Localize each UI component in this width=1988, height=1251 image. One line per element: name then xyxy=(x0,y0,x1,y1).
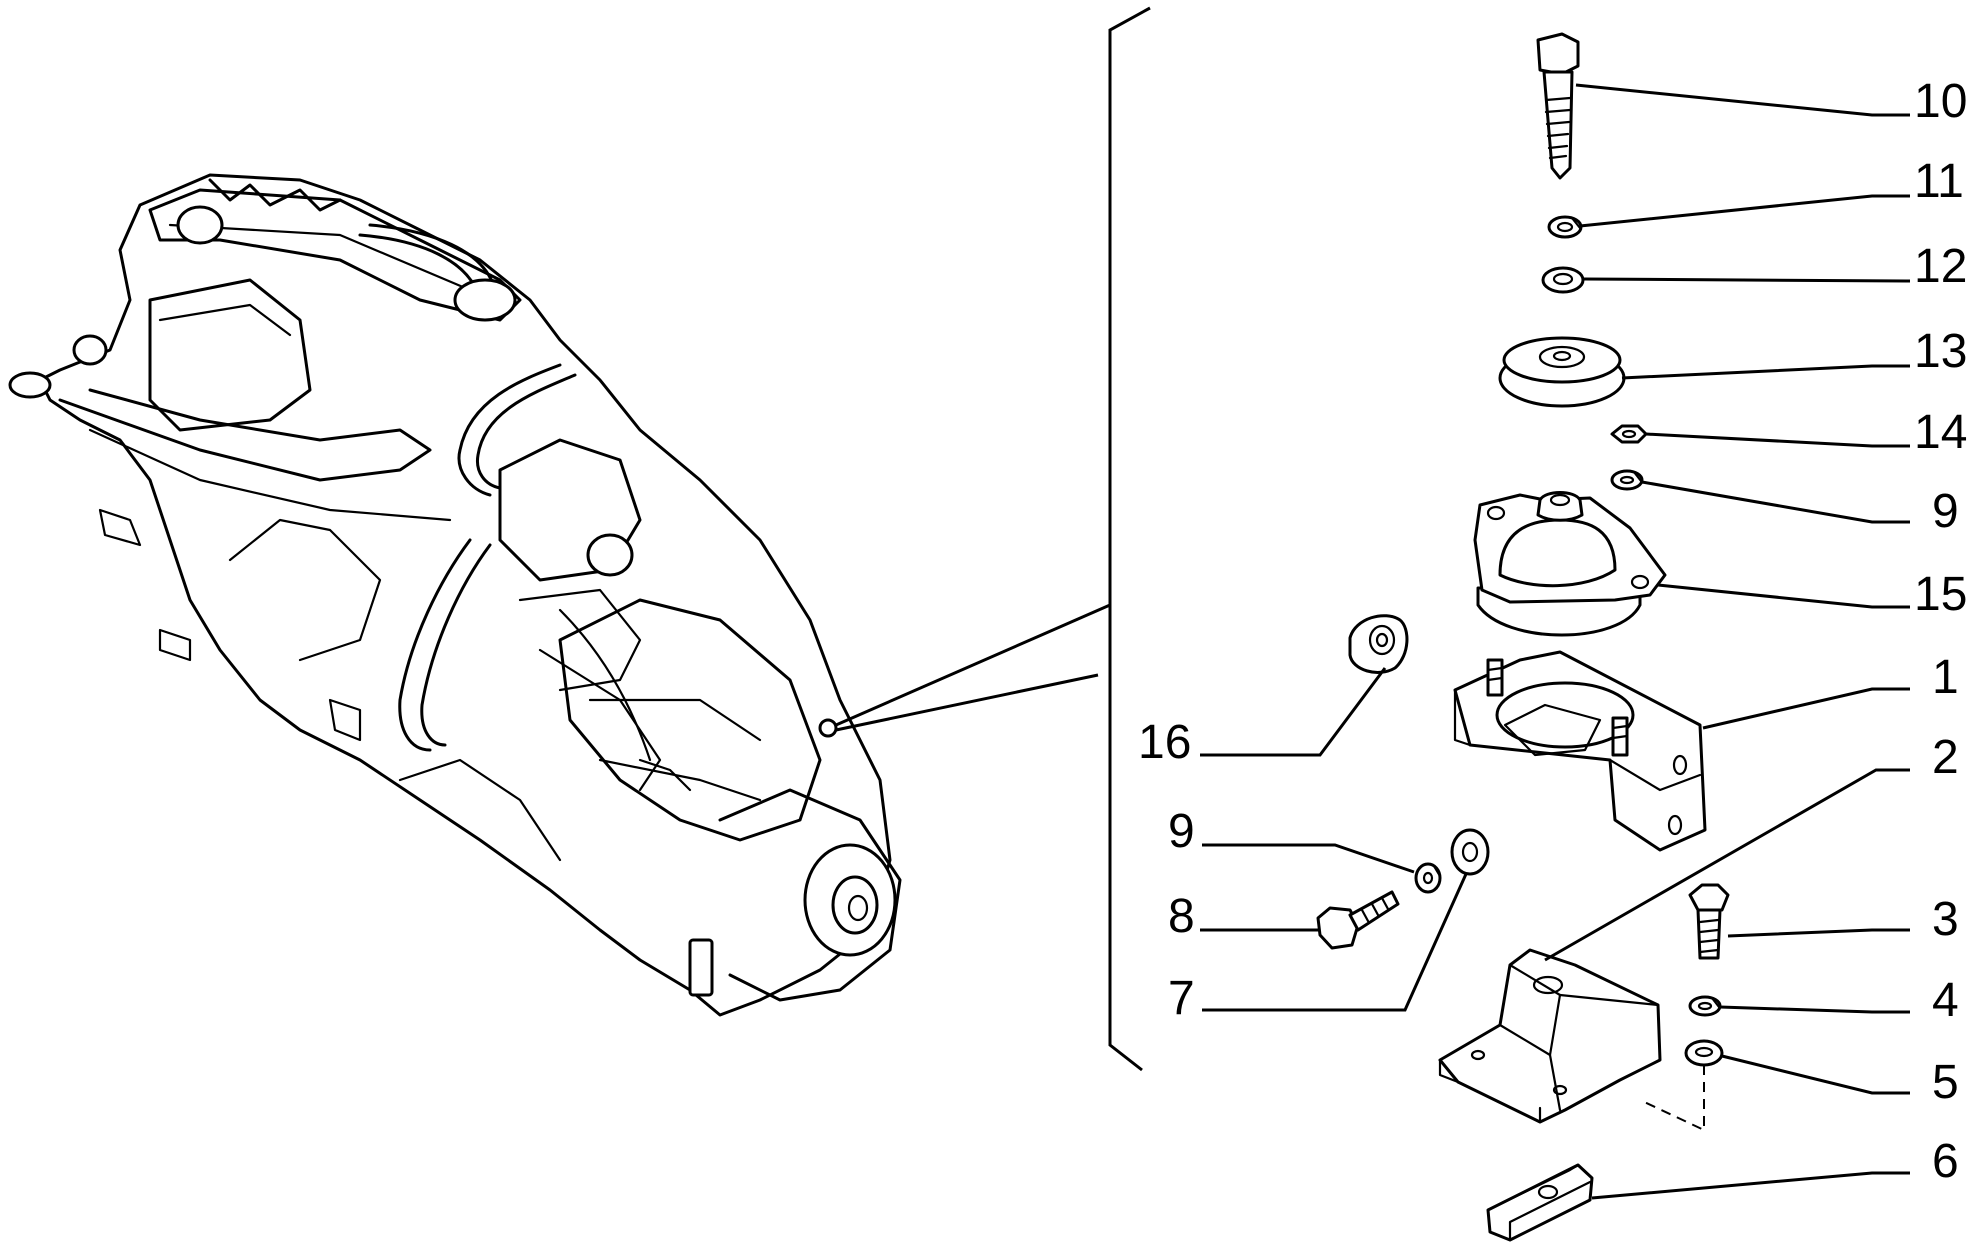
callout-12: 12 xyxy=(1914,240,1967,293)
detail-bracket xyxy=(835,6,1151,1072)
part-10-long-bolt xyxy=(1536,32,1580,180)
engine-gearbox-assembly xyxy=(8,173,902,1017)
part-16-nut xyxy=(1348,614,1409,674)
part-2-lower-bracket xyxy=(1438,948,1662,1124)
callout-8: 8 xyxy=(1168,890,1195,943)
callout-9-upper: 9 xyxy=(1932,485,1959,538)
part-9-lock-washer-lower xyxy=(1414,862,1442,894)
part-14-nut xyxy=(1610,424,1648,444)
callout-2: 2 xyxy=(1932,731,1959,784)
callout-15: 15 xyxy=(1914,568,1967,621)
part-7-washer xyxy=(1450,828,1490,876)
part-1-bracket xyxy=(1453,650,1707,852)
callout-7: 7 xyxy=(1168,972,1195,1025)
callout-3: 3 xyxy=(1932,893,1959,946)
exploded-parts xyxy=(1316,32,1730,1242)
part-3-bolt xyxy=(1688,883,1730,960)
callout-4: 4 xyxy=(1932,974,1959,1027)
part-11-lock-washer xyxy=(1547,215,1583,239)
part-13-cup-washer xyxy=(1498,336,1626,408)
callout-9-lower: 9 xyxy=(1168,805,1195,858)
part-6-clip-nut xyxy=(1486,1163,1594,1242)
callout-labels: 10 11 12 13 14 9 15 1 2 3 4 5 6 16 9 8 7 xyxy=(1138,75,1967,1188)
part-4-lock-washer xyxy=(1688,995,1722,1017)
part-12-washer xyxy=(1541,266,1585,294)
callout-16: 16 xyxy=(1138,716,1191,769)
callout-10: 10 xyxy=(1914,75,1967,128)
leader-lines xyxy=(1200,83,1911,1200)
callout-11: 11 xyxy=(1914,155,1964,208)
callout-1: 1 xyxy=(1932,651,1959,704)
part-9-lock-washer-upper xyxy=(1610,469,1644,491)
part-5-washer xyxy=(1684,1039,1724,1067)
callout-6: 6 xyxy=(1932,1135,1959,1188)
part-8-bolt xyxy=(1316,890,1400,950)
part-15-rubber-mount xyxy=(1473,491,1667,637)
assembly-line xyxy=(1639,1065,1705,1132)
callout-13: 13 xyxy=(1914,325,1967,378)
callout-14: 14 xyxy=(1914,406,1967,459)
callout-5: 5 xyxy=(1932,1056,1959,1109)
